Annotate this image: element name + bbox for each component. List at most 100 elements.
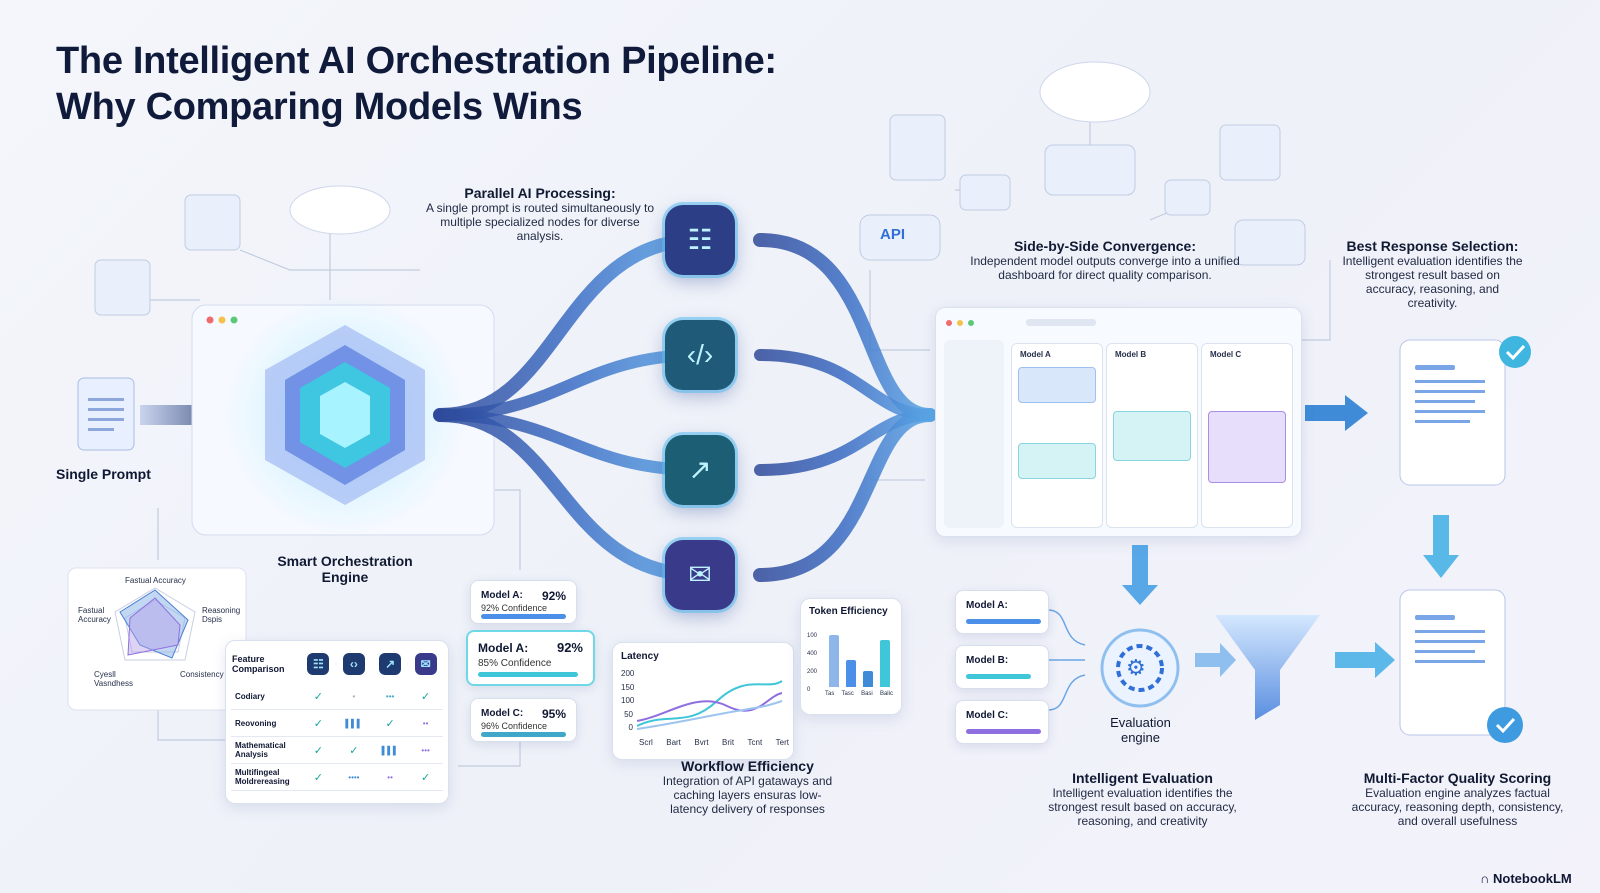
brain-icon: ☷	[307, 653, 330, 675]
model-b-column: Model B	[1106, 343, 1198, 528]
model-a-column: Model A	[1011, 343, 1103, 528]
intelligent-text: Intelligent evaluation identifies the st…	[1048, 786, 1237, 828]
token-bar	[863, 670, 873, 687]
chat-node: ✉	[665, 540, 735, 610]
convergence-heading: Side-by-Side Convergence:	[1013, 238, 1197, 254]
gear-icon: ⚙	[1126, 655, 1146, 680]
model-card: Model A: 92% 85% Confidence	[466, 630, 595, 686]
column-title: Model C	[1210, 350, 1242, 359]
token-bar	[846, 659, 856, 687]
model-confidence: 85% Confidence	[478, 658, 552, 669]
eval-bar	[966, 619, 1041, 624]
page-title: The Intelligent AI Orchestration Pipelin…	[56, 38, 777, 130]
row-label: Codiary	[231, 683, 301, 710]
best-heading: Best Response Selection:	[1346, 238, 1519, 254]
latency-lines	[637, 680, 783, 730]
multifactor-text: Evaluation engine analyzes factual accur…	[1351, 786, 1564, 828]
intelligent-caption: Intelligent Evaluation Intelligent evalu…	[1035, 770, 1250, 828]
brand-logo: ∩ NotebookLM	[1480, 871, 1572, 886]
convergence-caption: Side-by-Side Convergence: Independent mo…	[960, 238, 1250, 282]
brain-node: ☷	[665, 205, 735, 275]
feature-table-header: Feature Comparison	[232, 654, 285, 674]
eval-model-card: Model A:	[955, 590, 1049, 634]
table-row: Multifingeal Moldrereasing✓••••••✓	[231, 763, 443, 791]
table-row: Mathematical Analysis✓✓▌▌▌•••	[231, 736, 443, 764]
intelligent-heading: Intelligent Evaluation	[1072, 770, 1213, 786]
column-title: Model B	[1115, 350, 1147, 359]
api-label: API	[880, 226, 906, 243]
radar-label-right: Reasoning Dspis	[202, 606, 241, 624]
eval-bar	[966, 729, 1041, 734]
model-name: Model A:	[966, 600, 1008, 611]
parallel-text: A single prompt is routed simultaneously…	[425, 201, 655, 243]
eval-model-card: Model B:	[955, 645, 1049, 689]
best-text: Intelligent evaluation identifies the st…	[1342, 254, 1523, 310]
eval-model-card: Model C:	[955, 700, 1049, 744]
row-label: Multifingeal Moldrereasing	[231, 763, 301, 791]
model-card: Model C: 95% 96% Confidence	[470, 698, 577, 742]
model-card: Model A: 92% 92% Confidence	[470, 580, 577, 624]
multifactor-heading: Multi-Factor Quality Scoring	[1363, 770, 1552, 786]
radar-label-bottom-right: Consistency	[180, 670, 224, 679]
radar-label-bottom-left: Cyesll Vasndhess	[94, 670, 133, 688]
workflow-caption: Workflow Efficiency Integration of API g…	[655, 758, 840, 816]
feature-comparison-table: Feature Comparison ☷ ‹› ↗ ✉ Codiary✓••••…	[225, 640, 449, 804]
token-bar	[880, 640, 890, 687]
table-row: Reovoning✓▌▌▌✓••	[231, 709, 443, 737]
model-confidence: 92% Confidence	[481, 603, 548, 613]
model-percent: 92%	[556, 640, 583, 655]
brain-icon: ☷	[687, 224, 713, 255]
title-line-2: Why Comparing Models Wins	[56, 86, 583, 128]
notebook-icon: ∩	[1480, 871, 1493, 886]
token-bar	[829, 634, 839, 687]
table-row: Codiary✓••••✓	[231, 683, 443, 710]
model-confidence: 96% Confidence	[481, 721, 548, 731]
title-line-1: The Intelligent AI Orchestration Pipelin…	[56, 40, 777, 82]
token-title: Token Efficiency	[809, 606, 888, 617]
confidence-bar	[481, 614, 566, 619]
best-caption: Best Response Selection: Intelligent eva…	[1340, 238, 1525, 310]
parallel-heading: Parallel AI Processing:	[464, 185, 616, 201]
chart-icon: ↗	[379, 653, 402, 675]
eval-engine-label: Evaluation engine	[1110, 715, 1171, 745]
brand-name: NotebookLM	[1493, 871, 1572, 886]
code-node: ‹/›	[665, 320, 735, 390]
token-bars	[825, 629, 893, 687]
engine-label: Smart Orchestration Engine	[277, 553, 413, 585]
parallel-caption: Parallel AI Processing: A single prompt …	[420, 185, 660, 243]
row-label: Reovoning	[231, 709, 301, 737]
model-percent: 92%	[541, 589, 566, 603]
model-c-column: Model C	[1201, 343, 1293, 528]
row-label: Mathematical Analysis	[231, 736, 301, 764]
model-name: Model C:	[966, 710, 1009, 721]
workflow-text: Integration of API gataways and caching …	[662, 774, 833, 816]
eval-bar	[966, 674, 1031, 679]
code-icon: ‹›	[342, 653, 365, 675]
dashboard-search-bar[interactable]	[1026, 319, 1096, 326]
model-name: Model A:	[478, 641, 529, 655]
code-icon: ‹/›	[686, 339, 714, 370]
model-name: Model A:	[481, 590, 523, 601]
column-title: Model A	[1020, 350, 1051, 359]
workflow-heading: Workflow Efficiency	[681, 758, 814, 774]
model-name: Model C:	[481, 708, 524, 719]
comparison-dashboard: Model A Model B Model C	[935, 307, 1302, 537]
model-name: Model B:	[966, 655, 1009, 666]
chart-icon: ↗	[688, 454, 712, 485]
dashboard-sidebar	[944, 340, 1004, 528]
chart-node: ↗	[665, 435, 735, 505]
multifactor-caption: Multi-Factor Quality Scoring Evaluation …	[1350, 770, 1565, 828]
convergence-text: Independent model outputs converge into …	[970, 254, 1240, 282]
latency-title: Latency	[621, 651, 659, 662]
chat-bubble-icon: ✉	[688, 559, 712, 590]
confidence-bar	[478, 672, 578, 677]
radar-label-left: Fastual Accuracy	[78, 606, 111, 624]
radar-label-top: Fastual Accuracy	[125, 576, 186, 585]
